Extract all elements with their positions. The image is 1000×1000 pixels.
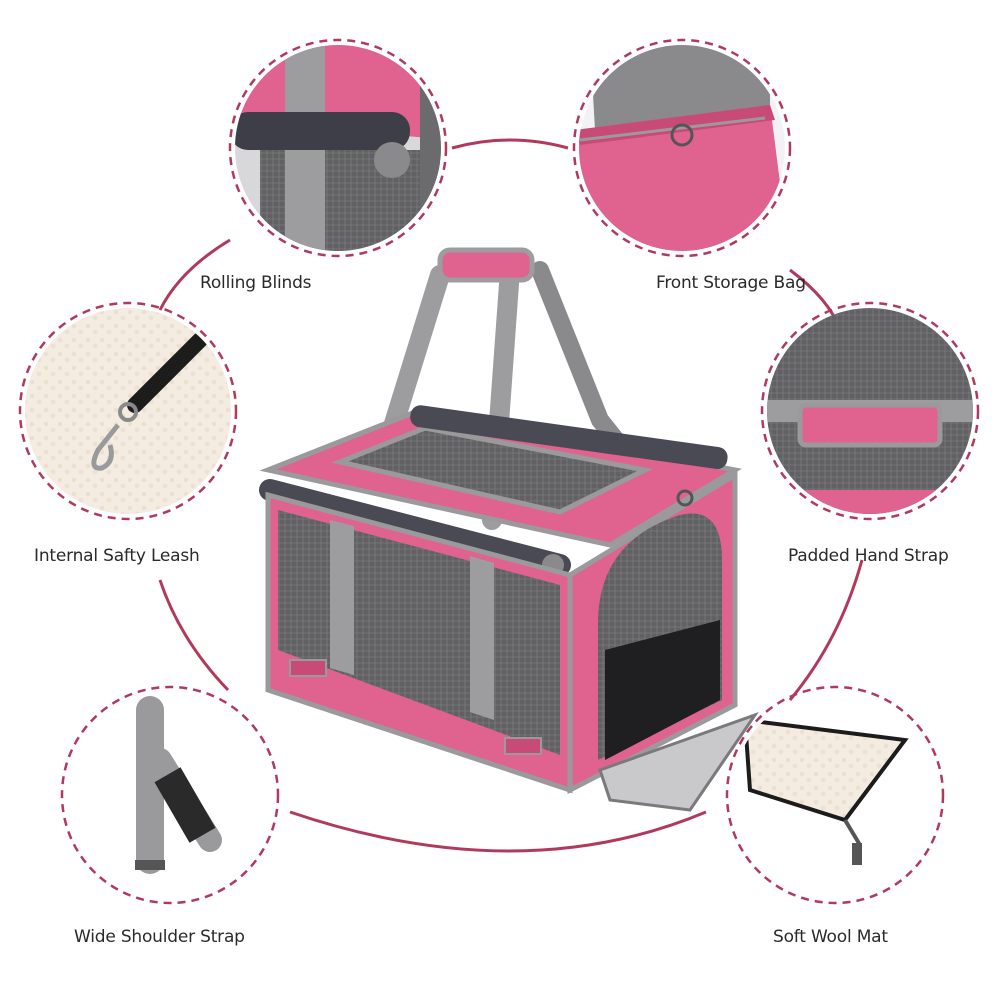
pet-carrier (259, 247, 759, 812)
rolling-blinds-photo (228, 38, 448, 258)
connector-ring (158, 138, 864, 853)
internal-leash-label: Internal Safty Leash (34, 546, 200, 566)
shoulder-strap-photo (60, 685, 280, 905)
padded-hand-strap-photo (760, 301, 980, 521)
rolling-blinds-label: Rolling Blinds (200, 273, 312, 293)
front-storage-bag-label: Front Storage Bag (656, 273, 806, 293)
wool-mat-label: Soft Wool Mat (773, 927, 888, 947)
shoulder-strap-label: Wide Shoulder Strap (74, 927, 245, 947)
internal-leash-photo (18, 301, 238, 521)
wool-mat-photo (725, 685, 945, 905)
padded-hand-strap-label: Padded Hand Strap (788, 546, 949, 566)
front-storage-bag-photo (572, 38, 792, 258)
